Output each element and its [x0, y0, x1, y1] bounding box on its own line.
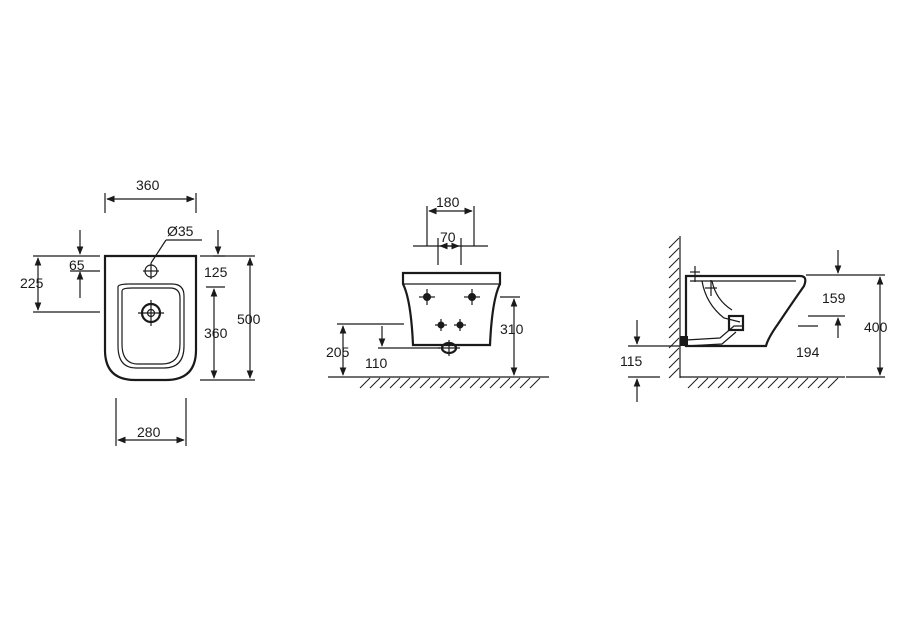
dim-front-180: 180: [436, 194, 460, 210]
dim-top-360-inner: 360: [204, 325, 228, 341]
dim-top-360: 360: [136, 177, 160, 193]
dim-front-310: 310: [500, 321, 524, 337]
side-tap-icon: [690, 266, 717, 296]
waste-outlet-icon: [438, 340, 460, 356]
side-view: 159 400 194 115: [620, 236, 888, 402]
dim-side-159: 159: [822, 290, 846, 306]
top-view-inner-bowl: [117, 283, 185, 369]
dim-side-115: 115: [620, 353, 643, 369]
side-view-outline: [684, 274, 807, 348]
dim-side-194: 194: [796, 344, 820, 360]
dim-front-70: 70: [440, 229, 456, 245]
side-floor-hatch: [687, 377, 839, 389]
dim-hole-dia: Ø35: [167, 223, 194, 239]
dim-top-125: 125: [204, 264, 228, 280]
front-view: 180 70 310 205 110: [326, 194, 549, 389]
dim-top-225: 225: [20, 275, 44, 291]
dim-front-110: 110: [365, 355, 388, 371]
wall-hatch: [668, 237, 680, 379]
floor-hatch: [359, 377, 541, 389]
dim-side-400: 400: [864, 319, 888, 335]
front-view-outline: [401, 271, 502, 347]
dim-top-500: 500: [237, 311, 261, 327]
tap-hole-icon: [143, 263, 159, 279]
drain-icon: [138, 300, 164, 326]
top-view: 360 Ø35 65 225 125 360 500 280: [20, 177, 261, 446]
dim-front-205: 205: [326, 344, 350, 360]
top-view-outline: [103, 254, 198, 382]
fixing-hole-right-icon: [464, 289, 480, 305]
dim-top-280: 280: [137, 424, 161, 440]
inlet-hole-icon: [435, 319, 466, 331]
fixing-hole-left-icon: [419, 289, 435, 305]
dim-top-65: 65: [69, 257, 85, 273]
